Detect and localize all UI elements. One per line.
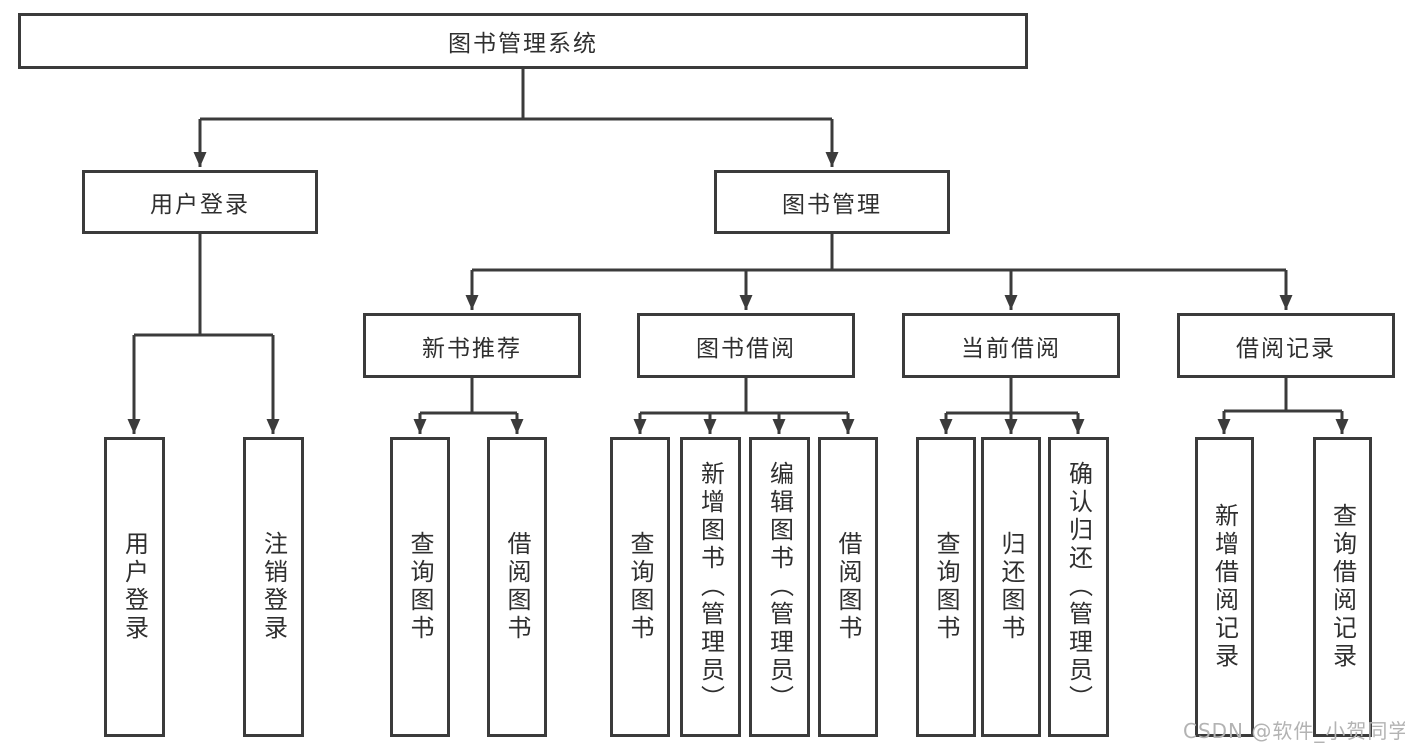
node-label: 查询借阅记录 (1328, 503, 1357, 671)
node-book-management-branch: 图书管理 (714, 170, 950, 234)
leaf-query-books-1: 查询图书 (390, 437, 450, 737)
node-label: 确认归还（管理员） (1064, 461, 1093, 713)
leaf-query-books-2: 查询图书 (610, 437, 670, 737)
leaf-edit-books-admin: 编辑图书（管理员） (749, 437, 810, 737)
leaf-logout: 注销登录 (243, 437, 304, 737)
leaf-query-books-3: 查询图书 (916, 437, 976, 737)
node-label: 图书借阅 (696, 335, 796, 362)
node-label: 编辑图书（管理员） (765, 461, 794, 713)
node-library-management-system: 图书管理系统 (18, 13, 1028, 69)
node-label: 图书管理系统 (448, 31, 598, 57)
node-label: 查询图书 (626, 531, 654, 643)
node-label: 图书管理 (782, 192, 882, 218)
leaf-confirm-return-admin: 确认归还（管理员） (1048, 437, 1109, 737)
node-label: 用户登录 (150, 192, 250, 218)
node-current-borrowing: 当前借阅 (902, 313, 1120, 378)
node-label: 新增图书（管理员） (696, 461, 725, 713)
leaf-user-login: 用户登录 (104, 437, 165, 737)
node-label: 用户登录 (120, 531, 149, 643)
leaf-borrow-books-2: 借阅图书 (818, 437, 878, 737)
leaf-add-borrow-record: 新增借阅记录 (1195, 437, 1254, 737)
node-label: 归还图书 (997, 531, 1025, 643)
node-label: 查询图书 (932, 531, 960, 643)
node-label: 当前借阅 (961, 335, 1061, 362)
leaf-borrow-books-1: 借阅图书 (487, 437, 547, 737)
leaf-return-books: 归还图书 (981, 437, 1041, 737)
node-label: 注销登录 (259, 531, 288, 643)
node-user-login-branch: 用户登录 (82, 170, 318, 234)
node-book-borrowing: 图书借阅 (637, 313, 855, 378)
csdn-watermark: CSDN @软件_小贺同学 (1183, 719, 1405, 743)
node-label: 新书推荐 (422, 335, 522, 362)
leaf-add-books-admin: 新增图书（管理员） (680, 437, 741, 737)
node-label: 借阅记录 (1236, 335, 1336, 362)
node-new-book-recommendation: 新书推荐 (363, 313, 581, 378)
node-label: 借阅图书 (503, 531, 531, 643)
node-label: 借阅图书 (834, 531, 862, 643)
leaf-query-borrow-record: 查询借阅记录 (1313, 437, 1372, 737)
node-label: 查询图书 (406, 531, 434, 643)
node-label: 新增借阅记录 (1210, 503, 1239, 671)
node-borrowing-records: 借阅记录 (1177, 313, 1395, 378)
